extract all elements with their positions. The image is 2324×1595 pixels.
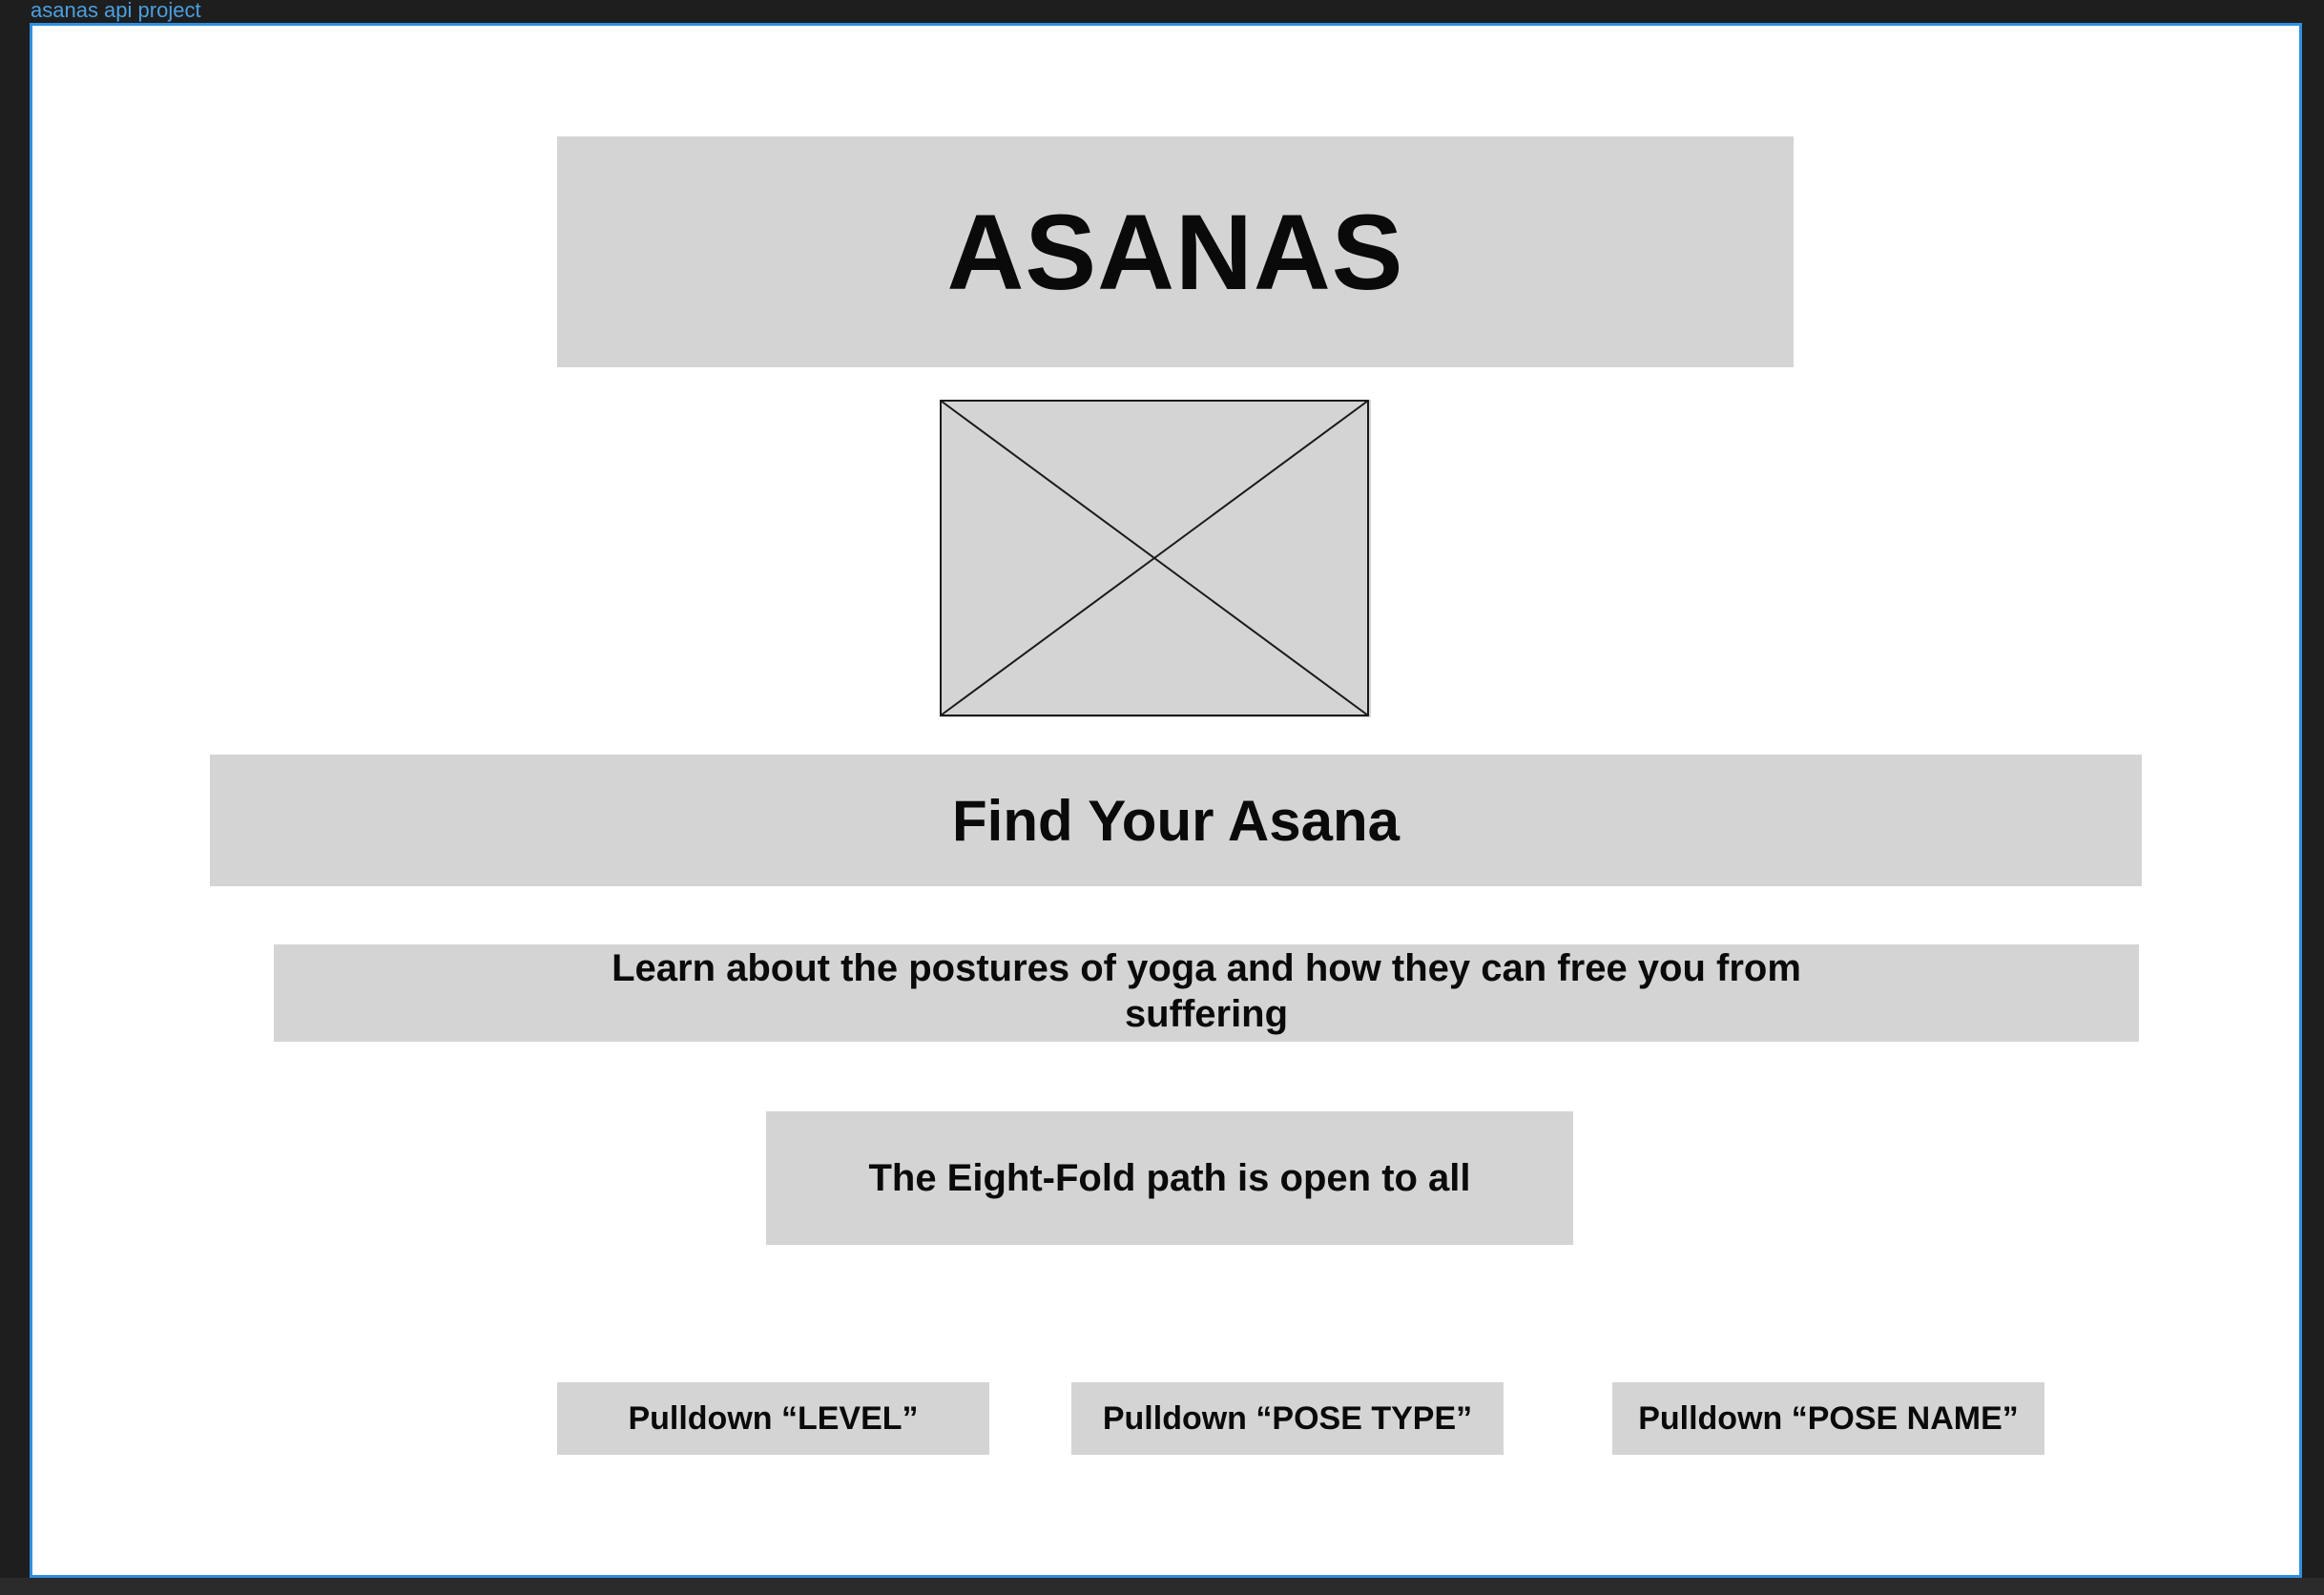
page-title-block: ASANAS [557, 136, 1794, 367]
level-pulldown[interactable]: Pulldown “LEVEL” [557, 1382, 989, 1455]
wireframe-canvas: ASANAS Find Your Asana Learn about the p… [30, 23, 2302, 1578]
intro-text: Learn about the postures of yoga and how… [612, 947, 1801, 1035]
pose-name-pulldown[interactable]: Pulldown “POSE NAME” [1612, 1382, 2044, 1455]
pose-type-pulldown-label: Pulldown “POSE TYPE” [1102, 1399, 1473, 1437]
find-heading-block: Find Your Asana [210, 755, 2142, 886]
pose-type-pulldown[interactable]: Pulldown “POSE TYPE” [1071, 1382, 1504, 1455]
tagline-text: The Eight-Fold path is open to all [868, 1156, 1471, 1199]
frame-label[interactable]: asanas api project [31, 0, 201, 22]
pose-name-pulldown-label: Pulldown “POSE NAME” [1638, 1399, 2019, 1437]
level-pulldown-label: Pulldown “LEVEL” [628, 1399, 919, 1437]
hero-image-placeholder [940, 400, 1371, 717]
bottom-status-bar [0, 1578, 2324, 1595]
page-title: ASANAS [946, 192, 1404, 312]
tagline-block: The Eight-Fold path is open to all [766, 1111, 1573, 1245]
find-heading: Find Your Asana [952, 788, 1400, 853]
image-placeholder-icon [940, 400, 1369, 716]
intro-block: Learn about the postures of yoga and how… [274, 944, 2139, 1042]
